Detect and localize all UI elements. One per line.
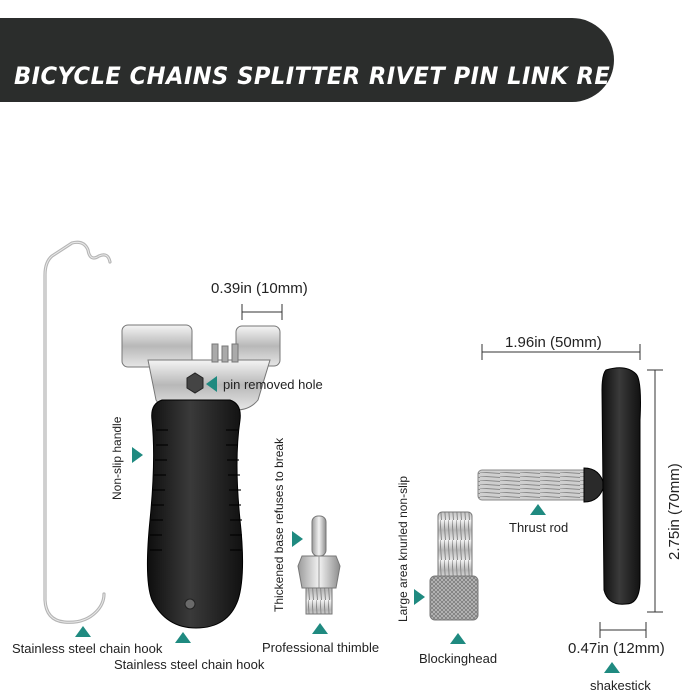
- chain-hook-label-left: Stainless steel chain hook: [12, 641, 163, 656]
- jaw-gap-dimension: 0.39in (10mm): [211, 280, 308, 297]
- handle-height-dimension: 2.75in (70mm): [666, 463, 683, 560]
- handle-width-dimension: 1.96in (50mm): [505, 334, 602, 351]
- chain-hook-arrow-center: [175, 632, 191, 643]
- dimension-knob-thickness: [599, 622, 647, 638]
- splitter-handle: [146, 399, 244, 629]
- splitter-head: [121, 324, 281, 411]
- professional-thimble: [297, 515, 341, 615]
- blockinghead-arrow: [450, 633, 466, 644]
- thimble-base-arrow: [292, 531, 303, 547]
- thickened-base-label: Thickened base refuses to break: [272, 437, 286, 612]
- thrust-rod-arrow: [530, 504, 546, 515]
- professional-thimble-label: Professional thimble: [262, 640, 380, 655]
- dimension-handle-width: [481, 344, 641, 360]
- thrust-rod-label: Thrust rod: [509, 520, 569, 535]
- chain-hook-arrow-left: [75, 626, 91, 637]
- chain-hook: [43, 240, 112, 624]
- non-slip-handle-label: Non-slip handle: [110, 416, 124, 500]
- shakestick-arrow: [604, 662, 620, 673]
- thrust-rod-assembly: [477, 367, 641, 605]
- chain-hook-label-center: Stainless steel chain hook: [114, 657, 265, 672]
- banner-title: BICYCLE CHAINS SPLITTER RIVET PIN LINK R…: [14, 62, 700, 90]
- pin-hole-arrow: [206, 376, 217, 392]
- thimble-arrow: [312, 623, 328, 634]
- shakestick-label: shakestick: [590, 678, 651, 693]
- blockinghead-label: Blockinghead: [419, 651, 498, 666]
- handle-arrow: [132, 447, 143, 463]
- dimension-jaw-gap: [241, 304, 283, 320]
- knurled-label: Large area knurled non-slip: [396, 475, 410, 622]
- pin-removed-hole-label: pin removed hole: [223, 377, 323, 392]
- title-banner: BICYCLE CHAINS SPLITTER RIVET PIN LINK R…: [0, 18, 700, 102]
- knurled-arrow: [414, 589, 425, 605]
- knob-thickness-dimension: 0.47in (12mm): [568, 640, 665, 657]
- dimension-handle-height: [647, 369, 663, 613]
- blockinghead: [429, 511, 479, 621]
